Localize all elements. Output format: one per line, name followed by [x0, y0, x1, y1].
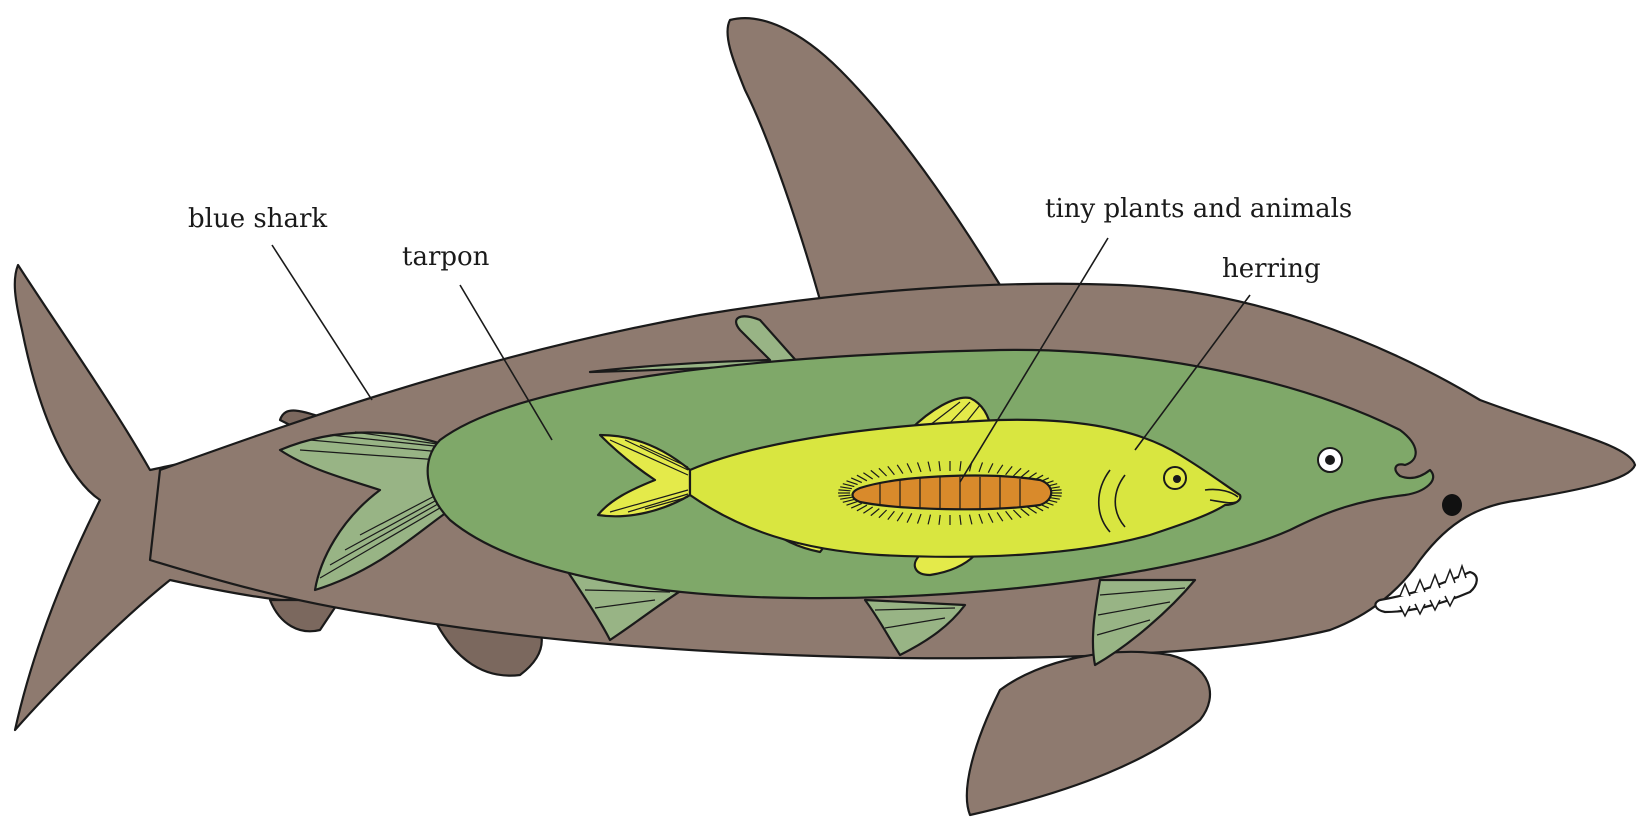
label-herring: herring	[1222, 254, 1321, 284]
tiny-plants-and-animals	[838, 461, 1062, 525]
shark-pectoral-fin	[967, 652, 1210, 815]
label-blue-shark: blue shark	[188, 204, 327, 234]
label-tiny-plants-and-animals: tiny plants and animals	[1045, 194, 1352, 224]
herring-pupil	[1173, 475, 1181, 483]
shark-dorsal-fin	[728, 18, 1000, 300]
tarpon-pupil	[1325, 455, 1335, 465]
leader-blue-shark	[272, 245, 372, 400]
label-blue-shark-group: blue shark	[188, 204, 372, 400]
shark-eye	[1442, 494, 1462, 516]
label-tarpon: tarpon	[402, 242, 490, 272]
